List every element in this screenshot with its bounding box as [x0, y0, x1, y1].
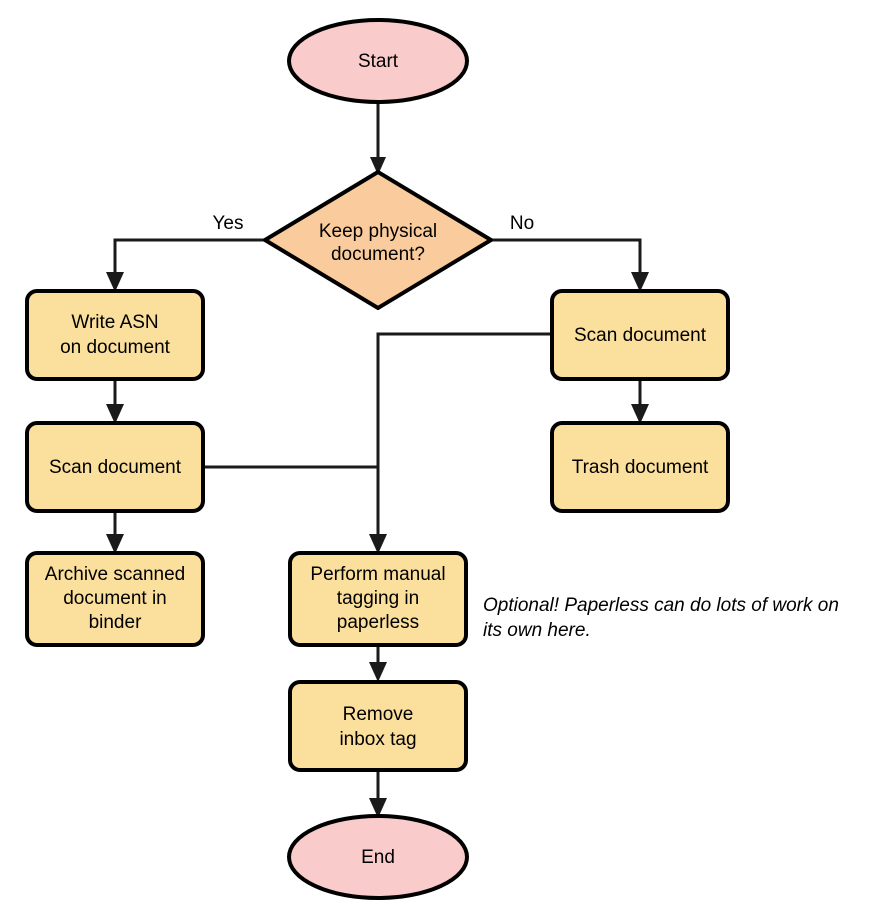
node-scan-document-right[interactable]: Scan document	[550, 289, 730, 381]
start-label: Start	[358, 51, 399, 72]
trash-box-shape	[550, 421, 730, 513]
decision-label-line2: document?	[331, 244, 425, 265]
node-scan-document-left[interactable]: Scan document	[25, 421, 205, 513]
connector-write-asn-to-scan-left	[106, 378, 124, 424]
connector-scan-right-to-tagging	[369, 332, 552, 554]
annotation-line2: its own here.	[483, 620, 591, 641]
write-asn-box-shape	[25, 289, 205, 381]
scan-right-label: Scan document	[574, 325, 707, 346]
scan-left-box-shape	[25, 421, 205, 513]
archive-label-line3: binder	[89, 612, 142, 633]
tagging-label-line3: paperless	[337, 612, 419, 633]
end-ellipse-shape	[287, 814, 469, 900]
trash-label: Trash document	[572, 457, 709, 478]
connector-decision-no-to-scan-right	[491, 238, 649, 292]
connector-scan-right-to-trash	[631, 378, 649, 424]
tagging-label-line2: tagging in	[337, 588, 419, 609]
node-write-asn-on-document[interactable]: Write ASN on document	[25, 289, 205, 381]
remove-inbox-label-line2: inbox tag	[339, 729, 416, 750]
end-label: End	[361, 847, 395, 868]
archive-label-line2: document in	[63, 588, 167, 609]
remove-inbox-label-line1: Remove	[343, 704, 414, 725]
annotation-line1: Optional! Paperless can do lots of work …	[483, 595, 839, 616]
tagging-box-shape	[288, 551, 468, 647]
connector-scan-left-to-archive	[106, 510, 124, 554]
decision-diamond-shape	[263, 170, 493, 310]
write-asn-label-line2: on document	[60, 337, 171, 358]
connector-tagging-to-remove-inbox	[369, 645, 387, 682]
node-decision-keep-physical-document[interactable]: Keep physical document?	[263, 170, 493, 310]
archive-label-line1: Archive scanned	[45, 564, 185, 585]
scan-right-box-shape	[550, 289, 730, 381]
connector-decision-yes-to-write-asn	[106, 238, 265, 292]
edge-label-no: No	[510, 213, 534, 234]
node-end[interactable]: End	[287, 814, 469, 900]
connector-remove-inbox-to-end	[369, 770, 387, 818]
node-perform-manual-tagging[interactable]: Perform manual tagging in paperless	[288, 551, 468, 647]
scan-left-label: Scan document	[49, 457, 182, 478]
node-start[interactable]: Start	[287, 18, 469, 104]
tagging-label-line1: Perform manual	[310, 564, 445, 585]
node-trash-document[interactable]: Trash document	[550, 421, 730, 513]
connector-start-to-decision	[370, 101, 386, 175]
edge-label-yes: Yes	[213, 213, 244, 234]
node-remove-inbox-tag[interactable]: Remove inbox tag	[288, 680, 468, 772]
node-archive-scanned-document[interactable]: Archive scanned document in binder	[25, 551, 205, 647]
remove-inbox-box-shape	[288, 680, 468, 772]
annotation-note: Optional! Paperless can do lots of work …	[483, 595, 839, 641]
archive-box-shape	[25, 551, 205, 647]
decision-label-line1: Keep physical	[319, 221, 437, 242]
start-ellipse-shape	[287, 18, 469, 104]
write-asn-label-line1: Write ASN	[71, 312, 158, 333]
